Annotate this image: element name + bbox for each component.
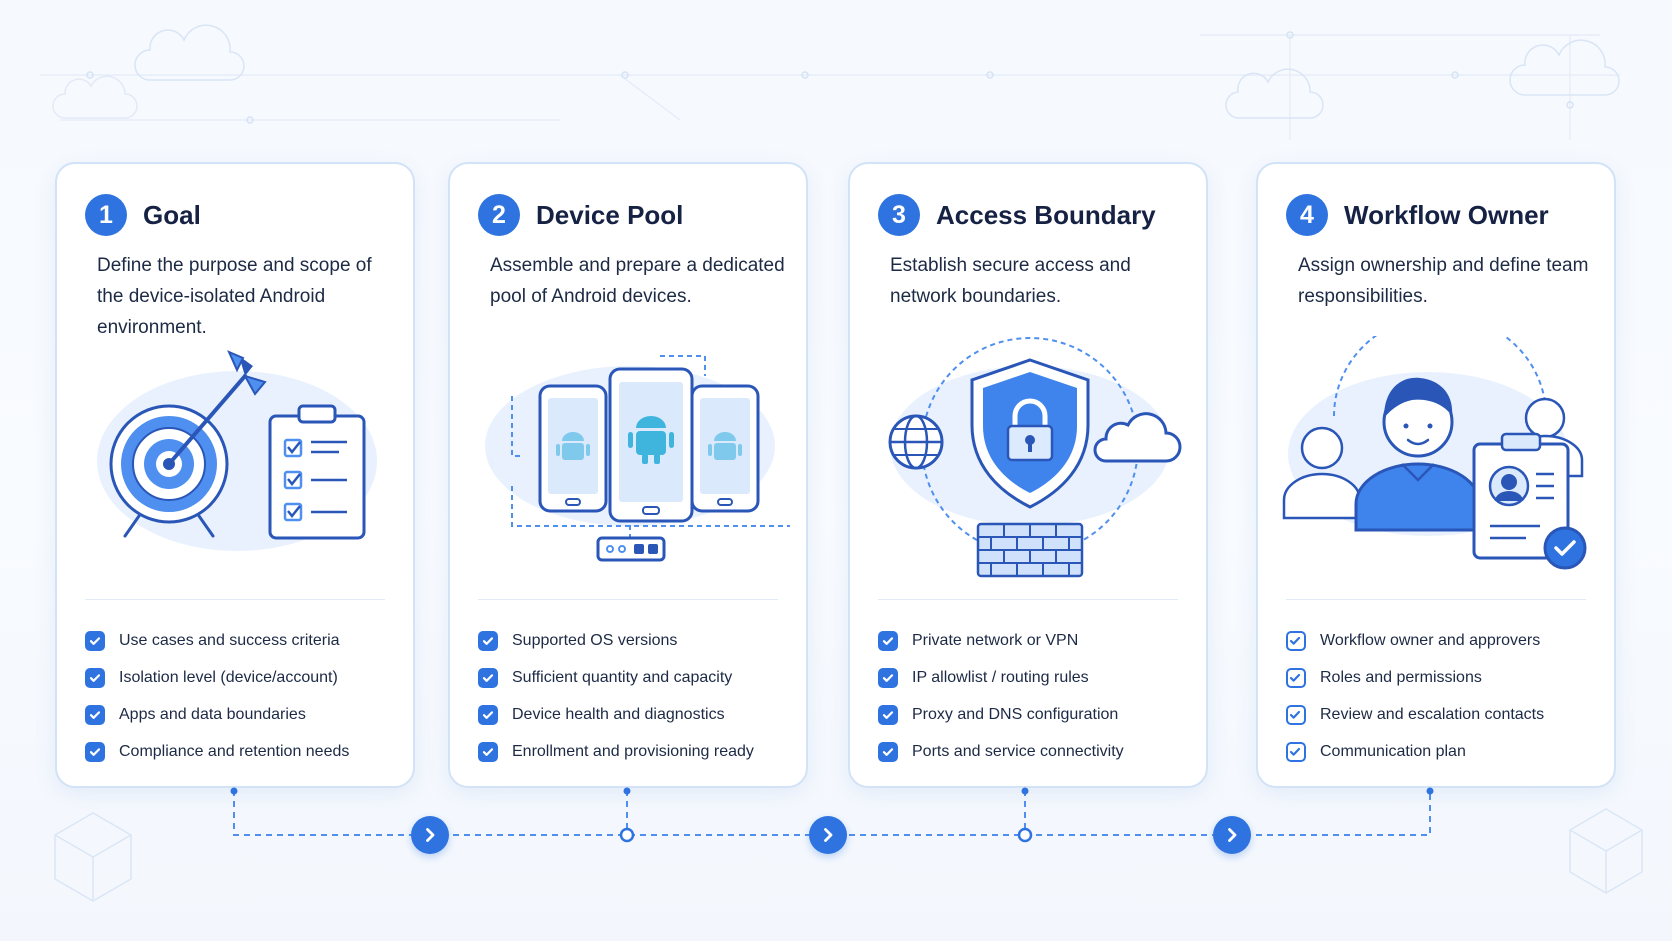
card-header: 4 Workflow Owner [1286,194,1549,236]
card-goal: 1 Goal Define the purpose and scope of t… [55,162,415,788]
checkbox-checked-icon [85,741,105,762]
card-workflow-owner: 4 Workflow Owner Assign ownership and de… [1256,162,1616,788]
checklist-item: Roles and permissions [1286,659,1544,696]
checklist: Workflow owner and approvers Roles and p… [1286,622,1544,770]
checklist-item-label: Use cases and success criteria [119,631,340,649]
checklist-item-label: Enrollment and provisioning ready [512,742,754,760]
next-step-button[interactable] [809,816,847,854]
card-title: Goal [143,199,201,230]
checklist-item: Review and escalation contacts [1286,696,1544,733]
checklist-item-label: Apps and data boundaries [119,705,306,723]
checklist-item-label: Device health and diagnostics [512,705,725,723]
card-title: Workflow Owner [1344,199,1549,230]
checkbox-checked-icon [1286,704,1306,725]
checklist: Supported OS versions Sufficient quantit… [478,622,754,770]
security-shield-icon [870,336,1190,586]
checklist-item-label: Isolation level (device/account) [119,668,338,686]
checklist-item: Compliance and retention needs [85,733,349,770]
checkbox-checked-icon [85,630,105,651]
checkbox-checked-icon [1286,630,1306,651]
checklist: Use cases and success criteria Isolation… [85,622,349,770]
card-divider [878,599,1178,600]
card-header: 2 Device Pool [478,194,683,236]
checklist-item-label: Workflow owner and approvers [1320,631,1541,649]
card-divider [478,599,778,600]
checklist-item-label: Review and escalation contacts [1320,705,1545,723]
chevron-right-icon [426,828,435,842]
step-number-badge: 3 [878,194,920,236]
checklist-item: Device health and diagnostics [478,696,754,733]
checklist-item: IP allowlist / routing rules [878,659,1124,696]
checkbox-checked-icon [478,630,498,651]
card-device-pool: 2 Device Pool Assemble and prepare a ded… [448,162,808,788]
checklist-item-label: Roles and permissions [1320,668,1482,686]
checklist-item: Supported OS versions [478,622,754,659]
checkbox-checked-icon [478,704,498,725]
connector-node [619,827,635,843]
target-with-checklist-icon [77,336,397,586]
android-devices-icon [470,336,790,586]
checkbox-checked-icon [85,667,105,688]
checklist-item: Use cases and success criteria [85,622,349,659]
checkbox-checked-icon [878,741,898,762]
card-header: 3 Access Boundary [878,194,1156,236]
chevron-right-icon [1228,828,1237,842]
checklist-item: Private network or VPN [878,622,1124,659]
checklist-item: Proxy and DNS configuration [878,696,1124,733]
checklist-item-label: Private network or VPN [912,631,1079,649]
chevron-right-icon [824,828,833,842]
checklist-item: Sufficient quantity and capacity [478,659,754,696]
checklist-item-label: Supported OS versions [512,631,678,649]
checkbox-checked-icon [878,704,898,725]
checklist-item: Ports and service connectivity [878,733,1124,770]
checklist-item-label: IP allowlist / routing rules [912,668,1089,686]
checklist-item-label: Sufficient quantity and capacity [512,668,733,686]
checklist-item-label: Ports and service connectivity [912,742,1124,760]
checkbox-checked-icon [478,667,498,688]
checklist: Private network or VPN IP allowlist / ro… [878,622,1124,770]
next-step-button[interactable] [1213,816,1251,854]
card-divider [85,599,385,600]
checkbox-checked-icon [878,630,898,651]
card-header: 1 Goal [85,194,201,236]
checklist-item-label: Communication plan [1320,742,1466,760]
next-step-button[interactable] [411,816,449,854]
card-divider [1286,599,1586,600]
checklist-item: Enrollment and provisioning ready [478,733,754,770]
checkbox-checked-icon [1286,741,1306,762]
checkbox-checked-icon [85,704,105,725]
step-number-badge: 4 [1286,194,1328,236]
checkbox-checked-icon [878,667,898,688]
checkbox-checked-icon [478,741,498,762]
checklist-item-label: Proxy and DNS configuration [912,705,1119,723]
card-description: Define the purpose and scope of the devi… [97,255,372,338]
card-description: Assemble and prepare a dedicated pool of… [490,255,785,307]
checklist-item: Isolation level (device/account) [85,659,349,696]
checklist-item-label: Compliance and retention needs [119,742,350,760]
checklist-item: Workflow owner and approvers [1286,622,1544,659]
card-access-boundary: 3 Access Boundary Establish secure acces… [848,162,1208,788]
checkbox-checked-icon [1286,667,1306,688]
step-number-badge: 1 [85,194,127,236]
step-number-badge: 2 [478,194,520,236]
card-description: Establish secure access and network boun… [890,255,1131,307]
card-title: Access Boundary [936,199,1156,230]
card-title: Device Pool [536,199,684,230]
team-owner-icon [1278,336,1598,586]
connector-node [1017,827,1033,843]
card-description: Assign ownership and define team respons… [1298,255,1589,307]
checklist-item: Communication plan [1286,733,1544,770]
checklist-item: Apps and data boundaries [85,696,349,733]
